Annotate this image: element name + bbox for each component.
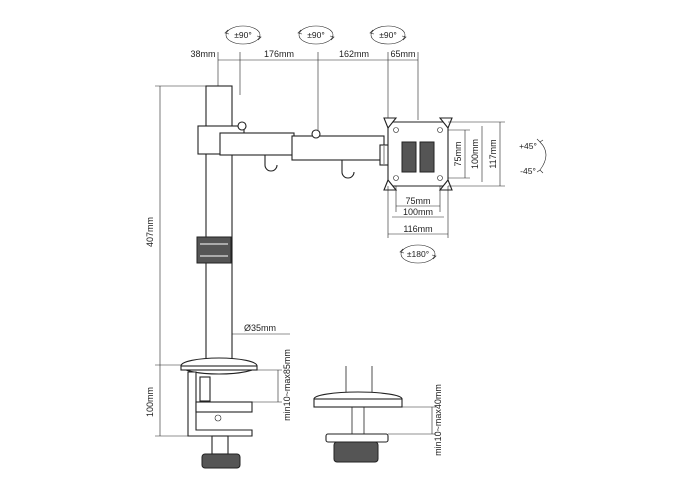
tilt-down-label: -45° (520, 166, 536, 176)
dim-vesa-100mm: 100mm (403, 207, 433, 217)
dim-vesa-75mm: 75mm (405, 196, 430, 206)
dim-clamp-100mm: 100mm (145, 387, 155, 417)
tilt-up-label: +45° (519, 141, 537, 151)
clamp-dimensions: 100mm min10~max85mm (145, 349, 292, 437)
clamp-screw (211, 435, 229, 455)
arm-segment-1 (219, 132, 295, 156)
vesa-plate (383, 117, 453, 191)
joint-3-rotation-label: ±90° (379, 30, 397, 40)
clamp-knob (201, 453, 241, 469)
height-dimension: 407mm (145, 85, 206, 366)
dim-grommet-range: min10~max40mm (433, 384, 443, 456)
joint-2-rotation-icon: ±90° (297, 25, 335, 45)
dim-162mm: 162mm (339, 49, 369, 59)
vesa-vertical-dimensions: 75mm 100mm 117mm (448, 121, 505, 187)
dim-clamp-range: min10~max85mm (282, 349, 292, 421)
rotate-180-label: ±180° (407, 249, 429, 259)
joint-3-rotation-icon: ±90° (369, 25, 407, 45)
rotate-180-icon: ±180° (399, 244, 437, 264)
vesa-horizontal-dimensions: 75mm 100mm 116mm (387, 186, 449, 238)
dim-plate-117mm-vertical: 117mm (488, 139, 498, 168)
dim-plate-116mm: 116mm (403, 224, 432, 234)
joint-2-rotation-label: ±90° (307, 30, 325, 40)
arm-segment-2 (291, 135, 385, 161)
dim-vesa-100mm-vertical: 100mm (470, 139, 480, 169)
top-dimension-chain: 38mm 176mm 162mm 65mm (190, 49, 419, 130)
vesa-slot-left (401, 141, 417, 173)
grommet-dimensions: min10~max40mm (388, 384, 443, 456)
dim-65mm: 65mm (390, 49, 415, 59)
dim-38mm: 38mm (190, 49, 215, 59)
dim-407mm: 407mm (145, 217, 155, 247)
grommet-plate (325, 433, 389, 443)
grommet-mount (313, 366, 403, 463)
pole-collar (196, 236, 232, 264)
desk-clamp (180, 357, 258, 469)
cable-clip-1 (264, 155, 278, 172)
joint-1-rotation-label: ±90° (234, 30, 252, 40)
grommet-knob (333, 441, 379, 463)
dim-176mm: 176mm (264, 49, 294, 59)
joint-1-rotation-icon: ±90° (224, 25, 262, 45)
vesa-slot-right (419, 141, 435, 173)
pole-diameter-label: Ø35mm (244, 323, 276, 333)
tilt-indicator-icon: +45° -45° (519, 138, 547, 176)
dim-vesa-75mm-vertical: 75mm (453, 141, 463, 166)
cable-clip-2 (341, 160, 355, 179)
arm (197, 121, 393, 179)
